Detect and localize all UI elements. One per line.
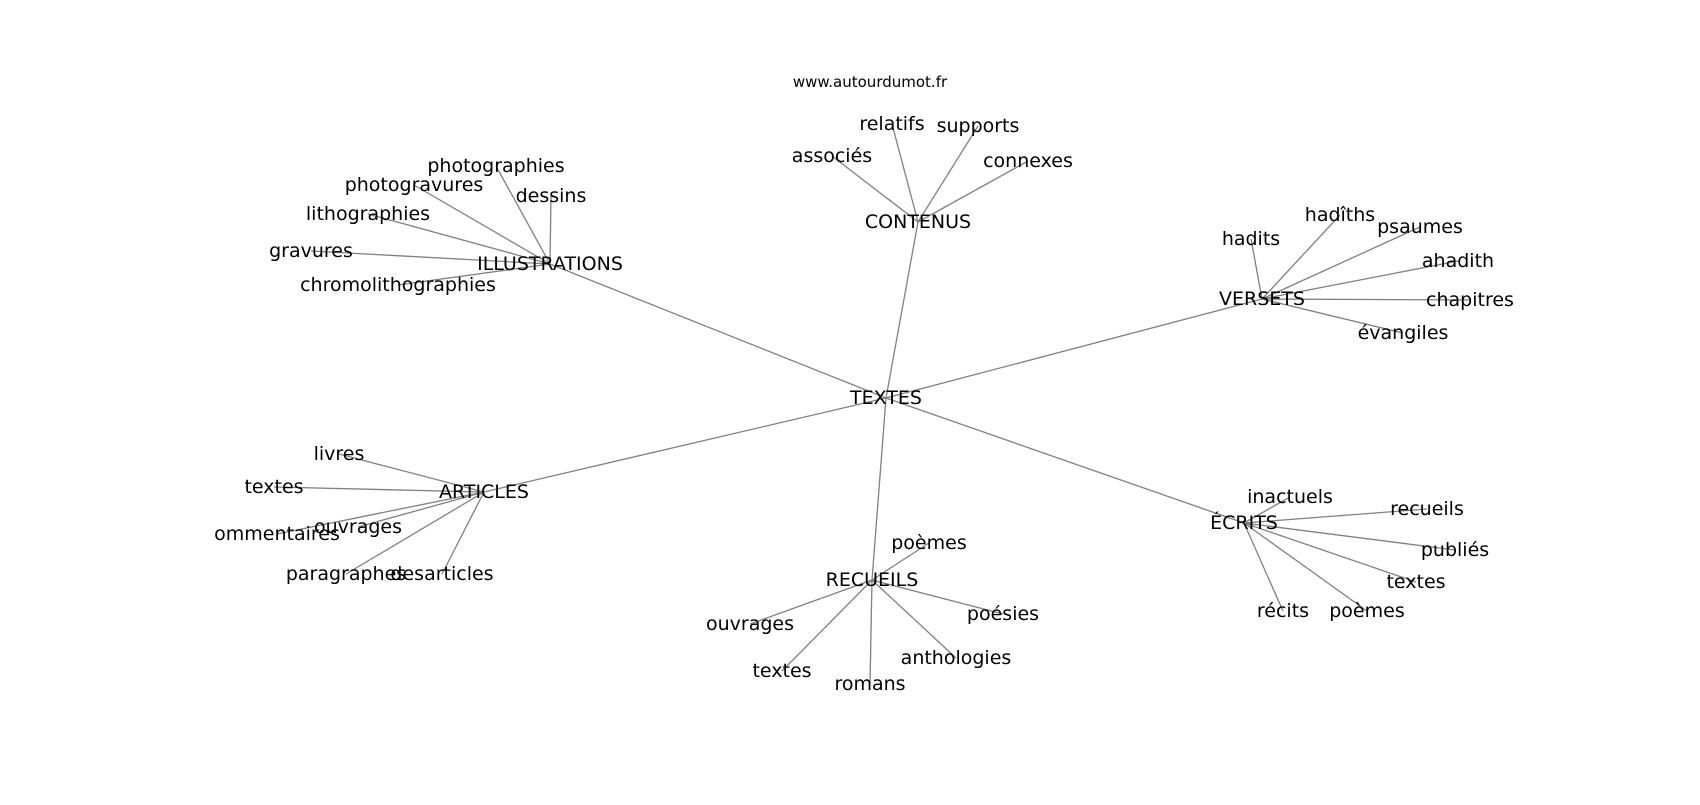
edge-root-to-branch (885, 298, 1263, 399)
edge-branch-to-leaf (871, 579, 1004, 615)
edge-branch-to-leaf (1261, 298, 1471, 301)
leaf-node: ouvrages (706, 613, 794, 635)
edge-branch-to-leaf (441, 491, 485, 575)
leaf-node: photographies (427, 155, 564, 177)
leaf-node: récits (1257, 600, 1309, 622)
leaf-node: chapitres (1426, 289, 1514, 311)
leaf-node: hadits (1222, 228, 1280, 250)
edge-branch-to-leaf (1261, 214, 1341, 300)
leaf-node: photogravures (345, 174, 484, 196)
edge-branch-to-leaf (831, 155, 919, 223)
leaf-node: textes (1386, 571, 1445, 593)
edge-branch-to-leaf (917, 125, 979, 223)
edge-branch-to-leaf (1243, 522, 1368, 612)
edge-branch-to-leaf (495, 165, 551, 265)
edge-branch-to-leaf (891, 123, 919, 223)
edge-branch-to-leaf (749, 579, 873, 625)
edge-branch-to-leaf (869, 579, 873, 685)
leaf-node: paragraphes (286, 563, 406, 585)
leaf-node: ahadith (1422, 250, 1494, 272)
edge-branch-to-leaf (1243, 496, 1291, 524)
edge-branch-to-leaf (1261, 298, 1404, 334)
leaf-node: lithographies (306, 203, 430, 225)
leaf-node: recueils (1390, 498, 1464, 520)
leaf-node: poèmes (891, 532, 966, 554)
edge-branch-to-leaf (273, 486, 485, 493)
leaf-node: publiés (1421, 539, 1489, 561)
edge-root-to-branch (871, 397, 887, 581)
leaf-node: supports (937, 115, 1020, 137)
labels-layer: TEXTES CONTENUS relatifs supports associés co… (214, 113, 1514, 695)
leaf-node: anthologies (901, 647, 1012, 669)
edge-branch-to-leaf (917, 160, 1029, 223)
branch-node: ÉCRITS (1210, 511, 1278, 534)
edge-root-to-branch (885, 397, 1245, 524)
leaf-node: connexes (983, 150, 1073, 172)
watermark: www.autourdumot.fr (792, 73, 948, 91)
edge-branch-to-leaf (1261, 226, 1421, 300)
leaf-node: chromolithographies (300, 274, 496, 296)
edge-branch-to-leaf (1243, 522, 1456, 551)
edge-root-to-branch (549, 263, 887, 399)
root-node: TEXTES (849, 387, 922, 409)
leaf-node: associés (792, 145, 872, 167)
edge-root-to-branch (483, 397, 887, 493)
edge-branch-to-leaf (367, 213, 551, 265)
edge-branch-to-leaf (1243, 508, 1428, 524)
edge-branch-to-leaf (357, 491, 485, 528)
leaf-node: romans (834, 673, 905, 695)
leaf-node: gravures (269, 240, 353, 262)
leaf-node: desarticles (390, 563, 493, 585)
edge-branch-to-leaf (276, 491, 485, 535)
edge-branch-to-leaf (1243, 522, 1417, 583)
edge-branch-to-leaf (871, 542, 930, 581)
branch-node: CONTENUS (865, 211, 971, 233)
edge-branch-to-leaf (413, 184, 551, 265)
leaf-node: livres (314, 443, 365, 465)
leaf-node: dessins (516, 185, 587, 207)
leaf-node: hadîths (1305, 204, 1375, 226)
leaf-node: psaumes (1377, 216, 1463, 238)
edge-root-to-branch (885, 221, 919, 399)
edge-branch-to-leaf (1261, 260, 1459, 300)
leaf-node: textes (244, 476, 303, 498)
edge-branch-to-leaf (345, 491, 485, 575)
leaf-node: textes (752, 660, 811, 682)
branch-node: VERSETS (1219, 288, 1305, 310)
edge-branch-to-leaf (310, 250, 551, 265)
leaf-node: poésies (967, 603, 1039, 625)
leaf-node: inactuels (1247, 486, 1333, 508)
edge-branch-to-leaf (871, 579, 957, 659)
edge-branch-to-leaf (338, 453, 485, 493)
edges-layer (273, 123, 1471, 685)
leaf-node: poèmes (1329, 600, 1404, 622)
edge-branch-to-leaf (1243, 522, 1284, 612)
branch-node: RECUEILS (826, 569, 919, 591)
branch-node: ARTICLES (439, 481, 529, 503)
edge-branch-to-leaf (397, 263, 551, 286)
leaf-node: relatifs (859, 113, 924, 135)
edge-branch-to-leaf (549, 195, 552, 265)
leaf-node: évangiles (1358, 322, 1449, 344)
edge-branch-to-leaf (1250, 238, 1263, 300)
leaf-node: ommentaires (214, 523, 340, 545)
leaf-node: ouvrages (314, 516, 402, 538)
branch-node: ILLUSTRATIONS (477, 253, 623, 275)
edge-branch-to-leaf (781, 579, 873, 672)
